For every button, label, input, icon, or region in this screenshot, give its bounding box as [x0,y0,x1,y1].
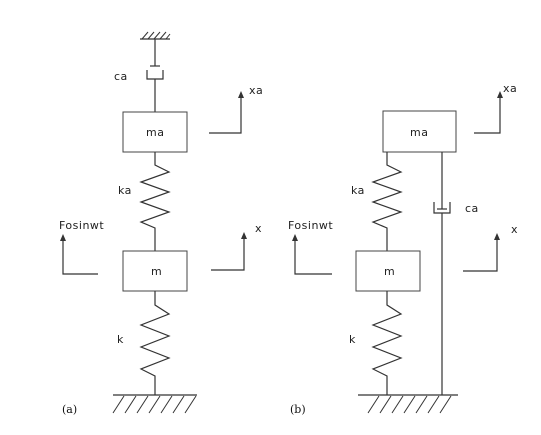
force-label-b: Fosinwt [288,219,333,232]
lower-mass-label-a: m [151,265,162,278]
damper-label-b: ca [465,202,479,215]
diagram-a: ca ma xa ka Fosinwt m x k [59,31,263,416]
upper-spring-a [139,152,171,251]
lower-spring-label-a: k [117,333,124,346]
lower-mass-b [355,250,421,292]
upper-disp-label-b: xa [503,82,517,95]
upper-damper-label-a: ca [114,70,128,83]
upper-disp-arrow-a [209,96,242,134]
force-arrow-a [62,239,98,275]
ground-b [358,394,458,414]
upper-disp-label-a: xa [249,84,263,97]
upper-mass-b [382,110,457,153]
force-label-a: Fosinwt [59,219,104,232]
lower-spring-b [371,291,403,395]
upper-mass-a [122,111,188,153]
upper-mass-label-a: ma [146,126,164,139]
lower-spring-label-b: k [349,333,356,346]
upper-spring-label-a: ka [118,184,132,197]
lower-spring-a [139,291,171,395]
diagram-b: ma xa ka ca Fosinwt m x k [288,82,518,416]
damper-a [146,65,164,112]
top-support-a [140,31,171,66]
lower-disp-arrow-a [211,237,245,271]
upper-spring-b [371,152,403,251]
caption-a: (a) [62,403,77,416]
caption-b: (b) [290,403,306,416]
damper-b [433,152,451,395]
lower-mass-label-b: m [384,265,395,278]
force-arrow-b [294,239,332,275]
upper-spring-label-b: ka [351,184,365,197]
lower-disp-label-a: x [255,222,262,235]
lower-disp-arrow-b [463,238,498,272]
upper-mass-label-b: ma [410,126,428,139]
upper-disp-arrow-b [474,96,501,134]
ground-a [112,394,197,414]
lower-disp-label-b: x [511,223,518,236]
